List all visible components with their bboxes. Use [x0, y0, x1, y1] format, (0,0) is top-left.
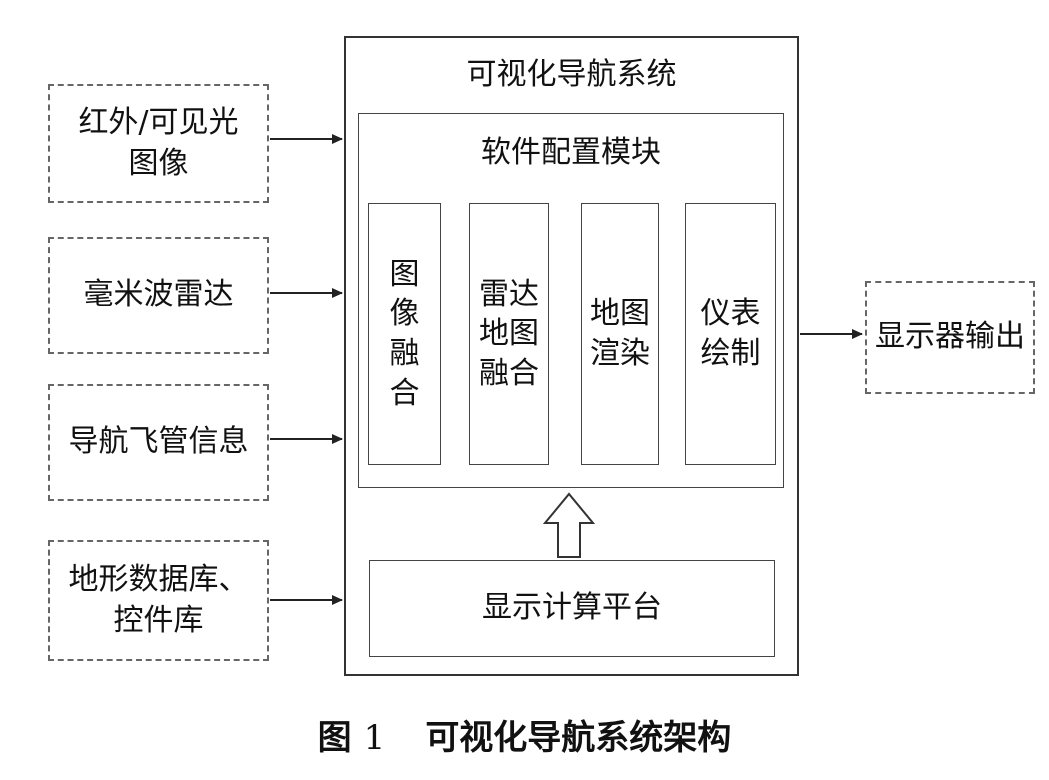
- input-nav-flight-info-label: 导航飞管信息: [68, 424, 249, 460]
- caption-text: 可视化导航系统架构: [425, 718, 732, 758]
- module-instrument-drawing: 仪表绘制: [685, 203, 776, 465]
- module-image-fusion: 图像融合: [368, 203, 441, 465]
- system-container: [344, 36, 799, 676]
- module-image-fusion-label: 图像融合: [389, 256, 420, 411]
- input-ir-visible-image: 红外/可见光图像: [48, 84, 269, 203]
- software-module-title: 软件配置模块: [481, 134, 661, 170]
- module-map-rendering: 地图渲染: [581, 203, 659, 465]
- input-terrain-control-db: 地形数据库、控件库: [48, 540, 269, 661]
- output-display: 显示器输出: [865, 281, 1035, 394]
- module-radar-map-fusion-label: 雷达地图融合: [479, 276, 539, 391]
- input-mmwave-radar: 毫米波雷达: [48, 237, 269, 354]
- software-module-container: [358, 113, 784, 488]
- display-computing-platform: 显示计算平台: [369, 560, 775, 657]
- caption-number: 1: [363, 718, 386, 758]
- module-instrument-drawing-label: 仪表绘制: [700, 296, 761, 371]
- module-radar-map-fusion: 雷达地图融合: [469, 203, 549, 465]
- block-arrow-up: [542, 492, 596, 558]
- module-map-rendering-label: 地图渲染: [590, 296, 650, 371]
- input-ir-visible-image-label: 红外/可见光图像: [78, 105, 239, 181]
- system-title: 可视化导航系统: [466, 56, 677, 92]
- input-mmwave-radar-label: 毫米波雷达: [83, 277, 234, 313]
- input-nav-flight-info: 导航飞管信息: [48, 384, 269, 501]
- caption-prefix: 图: [317, 718, 352, 758]
- input-terrain-control-db-label: 地形数据库、控件库: [68, 562, 249, 638]
